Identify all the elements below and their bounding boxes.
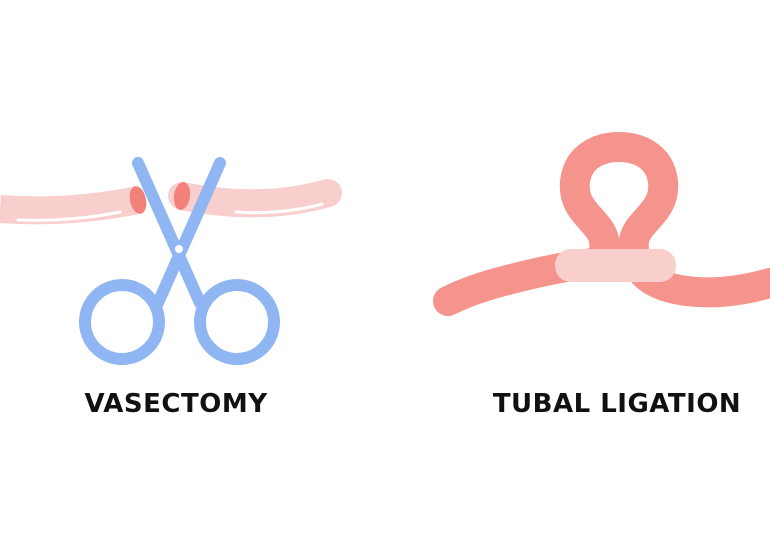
left-duct-segment xyxy=(0,186,147,225)
vasectomy-label: VASECTOMY xyxy=(84,389,268,419)
tubal-ligation-label: TUBAL LIGATION xyxy=(492,389,742,419)
scissors-icon xyxy=(79,157,280,365)
tubal-ligation-illustration xyxy=(433,132,770,316)
ligation-ring xyxy=(555,249,676,282)
vasectomy-illustration xyxy=(0,157,342,365)
